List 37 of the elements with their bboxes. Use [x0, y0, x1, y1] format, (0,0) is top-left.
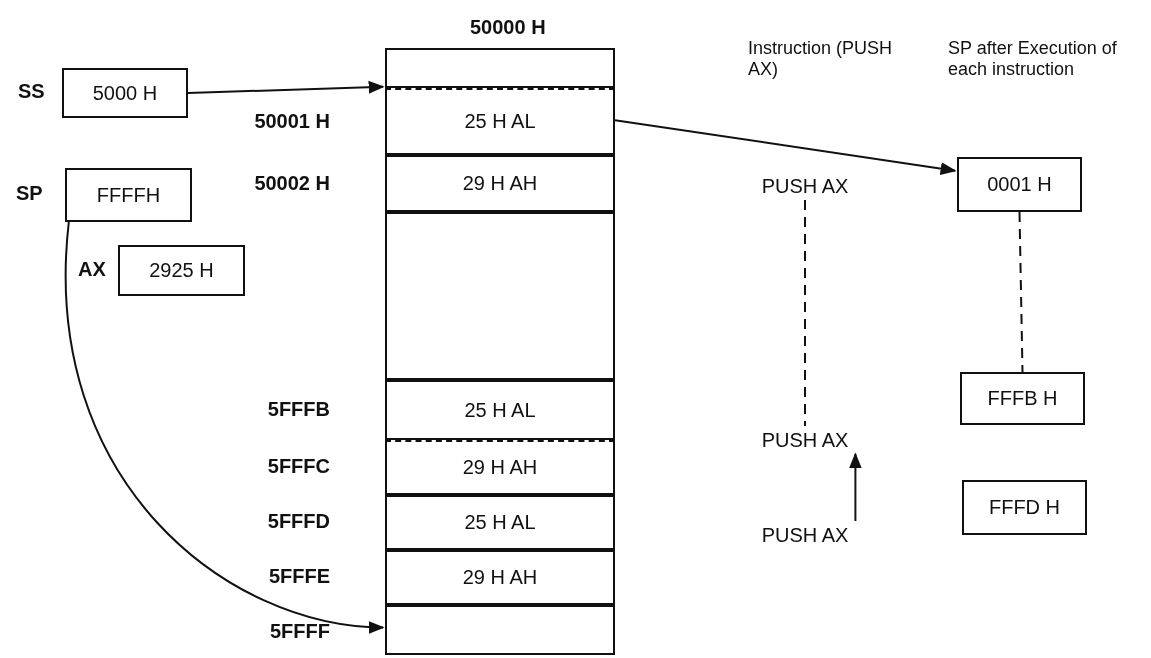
- empty-memory-cell: [385, 48, 615, 88]
- memory-address: 5FFFB: [267, 398, 330, 421]
- memory-address: 50002 H: [254, 172, 330, 195]
- memory-address: 50000 H: [470, 16, 546, 39]
- stack-pointer-box: FFFD H: [962, 480, 1087, 535]
- arrow: [614, 119, 957, 175]
- memory-address: 5FFFF: [270, 620, 330, 643]
- dashed-line: [1018, 211, 1024, 373]
- memory-cell: 29 H AH: [385, 440, 615, 495]
- register-name: AX: [78, 258, 106, 281]
- memory-address: 50001 H: [254, 110, 330, 133]
- arrow: [849, 452, 862, 522]
- empty-memory-cell: [385, 605, 615, 655]
- instruction-text: PUSH AX: [745, 521, 865, 549]
- register-name: SS: [18, 80, 45, 103]
- memory-address: 5FFFC: [267, 455, 330, 478]
- memory-cell: 29 H AH: [385, 155, 615, 212]
- column-heading: Instruction (PUSH AX): [748, 38, 894, 80]
- memory-cell: 29 H AH: [385, 550, 615, 605]
- instruction-text: PUSH AX: [745, 426, 865, 454]
- memory-cell: 25 H AL: [385, 88, 615, 155]
- memory-cell: 25 H AL: [385, 495, 615, 550]
- memory-address: 5FFFE: [268, 565, 330, 588]
- column-heading: SP after Execution of each instruction: [948, 38, 1118, 80]
- arrow: [64, 221, 385, 633]
- instruction-text: PUSH AX: [745, 172, 865, 200]
- register-box: 5000 H: [62, 68, 188, 118]
- arrow: [187, 80, 385, 94]
- stack-pointer-box: 0001 H: [957, 157, 1082, 212]
- register-name: SP: [16, 182, 43, 205]
- stack-pointer-box: FFFB H: [960, 372, 1085, 425]
- memory-address: 5FFFD: [267, 510, 330, 533]
- memory-cell: 25 H AL: [385, 380, 615, 440]
- register-box: 2925 H: [118, 245, 245, 296]
- register-box: FFFFH: [65, 168, 192, 222]
- dashed-line: [804, 199, 806, 427]
- empty-memory-cell: [385, 212, 615, 380]
